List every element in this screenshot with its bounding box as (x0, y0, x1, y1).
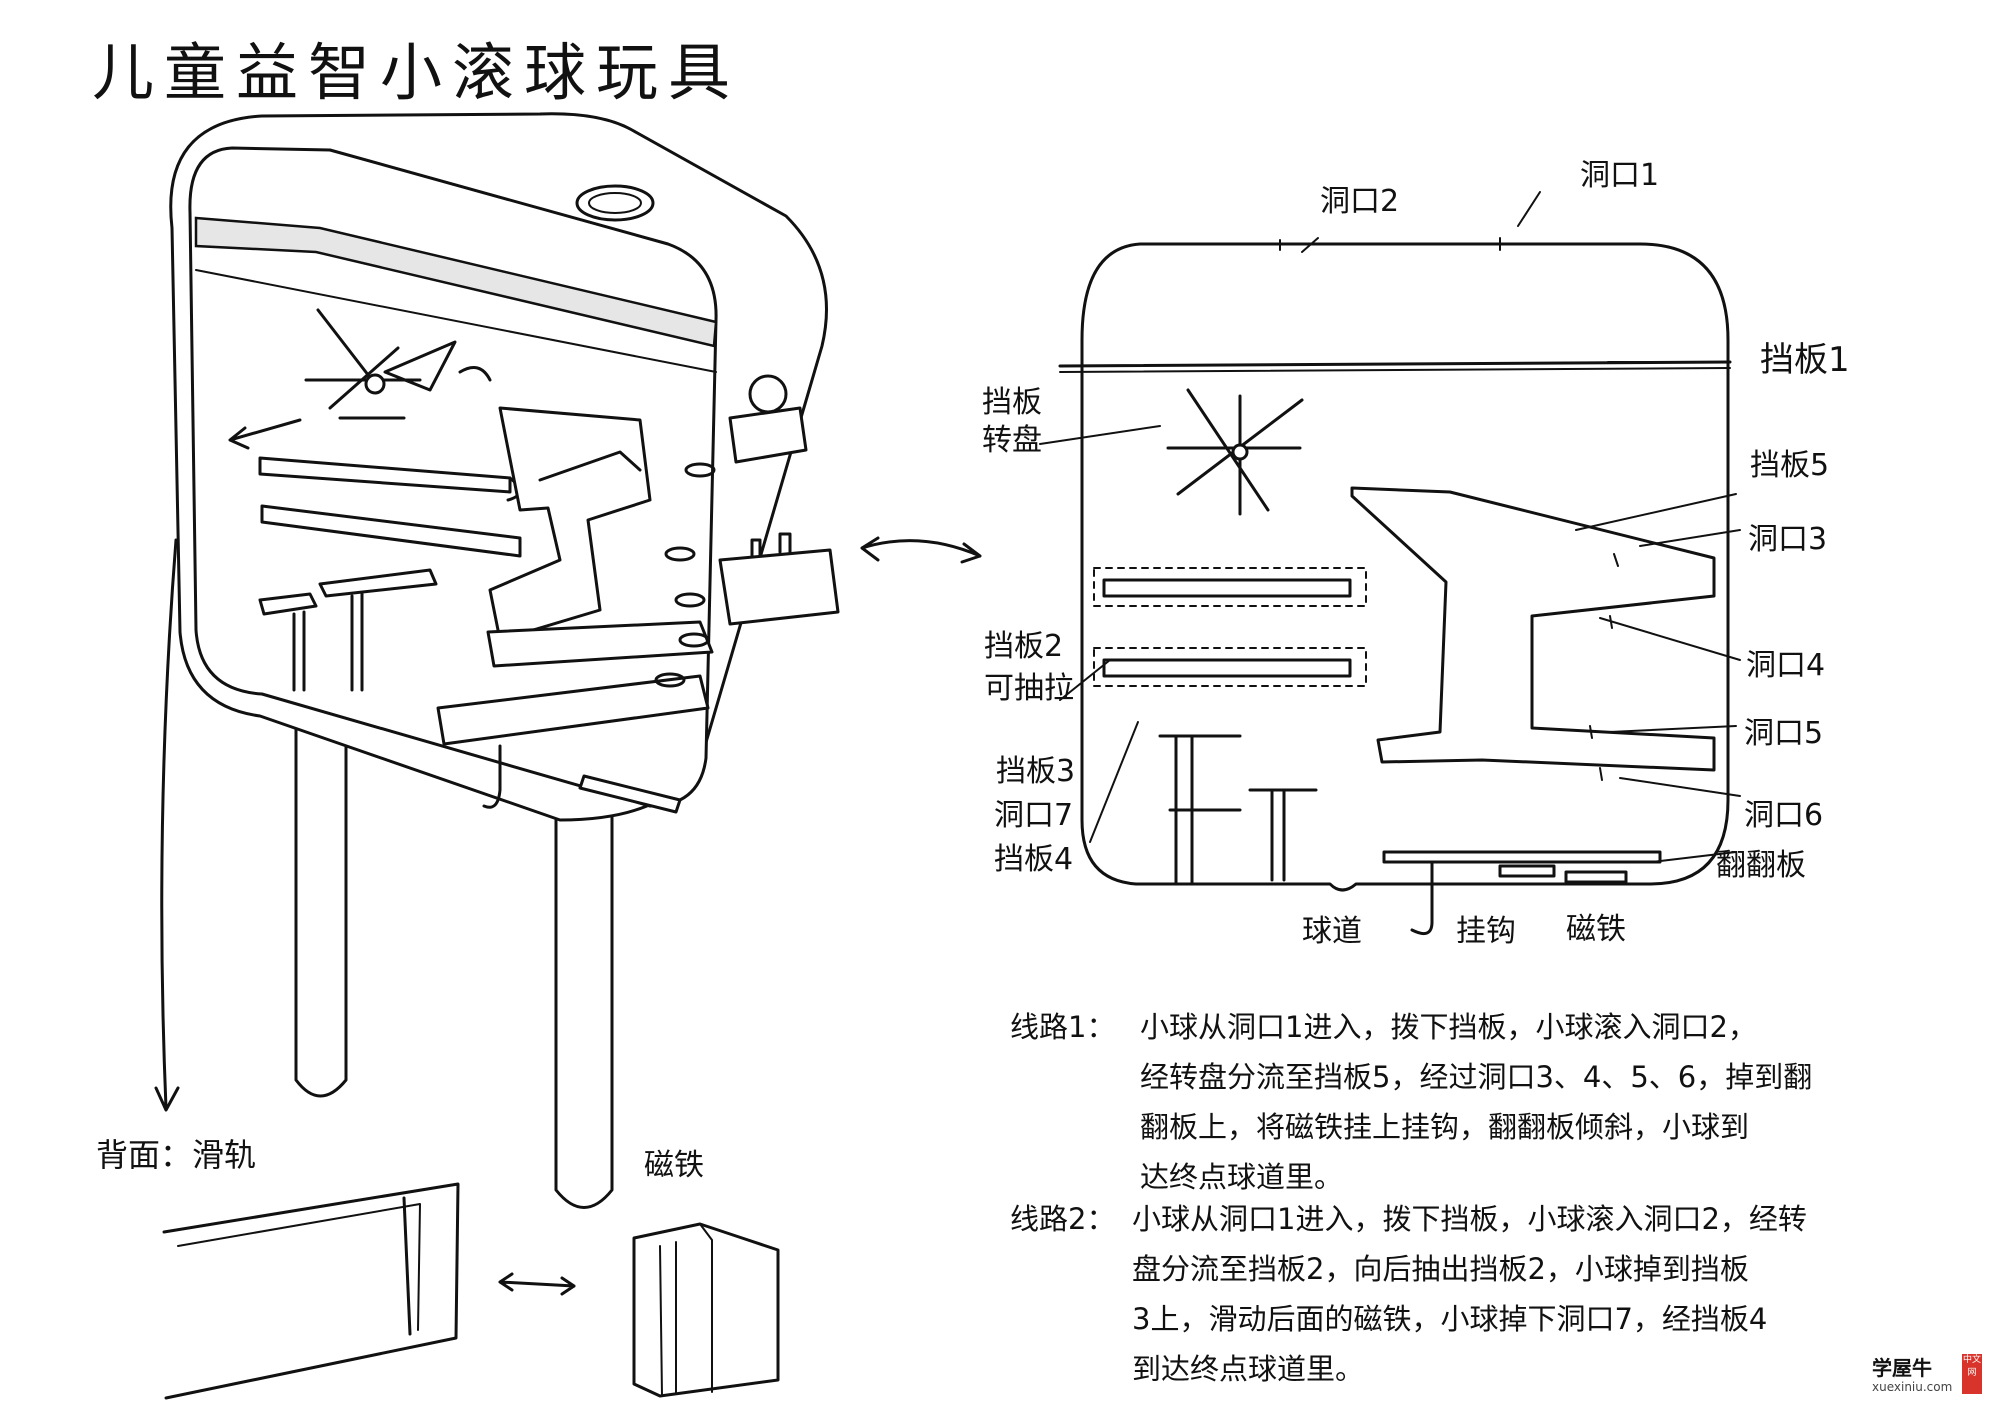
label-baffle-turntable: 挡板 转盘 (982, 385, 1042, 458)
shelf-middle (260, 504, 522, 558)
label-hole-4: 洞口4 (1746, 648, 1826, 683)
baffle-5-structure (1350, 486, 1716, 772)
page-title: 儿童益智小滚球玩具 (92, 36, 741, 109)
schematic-frame (1080, 242, 1730, 892)
top-shelf (194, 216, 718, 348)
baffle-2 (1102, 578, 1352, 598)
route-1-line: 小球从洞口1进入，拨下挡板，小球滚入洞口2， (1140, 1010, 1757, 1044)
route-2-line: 到达终点球道里。 (1132, 1352, 1365, 1386)
label-back-slide: 背面：滑轨 (96, 1136, 257, 1174)
label-baffle-3: 挡板3 (996, 754, 1076, 789)
pedestal-left (258, 592, 318, 616)
back-slide-detail (162, 1182, 780, 1400)
toy-3d-sketch (154, 112, 982, 1209)
route-2-label: 线路2： (1010, 1202, 1116, 1236)
turntable (304, 308, 422, 420)
shelf-bottom (436, 674, 710, 746)
label-hole-1: 洞口1 (1580, 158, 1660, 193)
shelf-upper (258, 456, 512, 494)
label-hole-7: 洞口7 (994, 798, 1074, 833)
shelf-lower (486, 620, 714, 668)
label-baffle-1: 挡板1 (1760, 340, 1850, 380)
baffle-3 (1102, 658, 1352, 678)
label-ball-track: 球道 (1302, 914, 1362, 949)
schematic-2d (1039, 191, 1741, 936)
route-2-line: 小球从洞口1进入，拨下挡板，小球滚入洞口2，经转 (1132, 1202, 1807, 1236)
route-2-text: 小球从洞口1进入，拨下挡板，小球滚入洞口2，经转 盘分流至挡板2，向后抽出挡板2… (1132, 1194, 1807, 1394)
hook (1410, 860, 1434, 936)
side-magnet-box (718, 548, 840, 626)
route-1-line: 翻板上，将磁铁挂上挂钩，翻翻板倾斜，小球到 (1140, 1110, 1750, 1144)
label-baffle-4: 挡板4 (994, 842, 1074, 877)
watermark-badge: 中文网 (1962, 1354, 1982, 1394)
label-hole-3: 洞口3 (1748, 522, 1828, 557)
route-2-line: 盘分流至挡板2，向后抽出挡板2，小球掉到挡板 (1132, 1252, 1749, 1286)
route-1-line: 经转盘分流至挡板5，经过洞口3、4、5、6，掉到翻 (1140, 1060, 1813, 1094)
route-1-text: 小球从洞口1进入，拨下挡板，小球滚入洞口2， 经转盘分流至挡板5，经过洞口3、4… (1140, 1002, 1812, 1202)
schematic-turntable (1166, 388, 1304, 516)
label-magnet: 磁铁 (1566, 912, 1626, 947)
ball (748, 374, 788, 414)
label-magnet-detail: 磁铁 (644, 1148, 704, 1183)
route-1-line: 达终点球道里。 (1140, 1160, 1344, 1194)
watermark-logo: 学屋牛 xuexiniu.com 中文网 (1872, 1352, 1992, 1404)
label-hole-2: 洞口2 (1320, 184, 1400, 219)
label-flip-board: 翻翻板 (1716, 848, 1806, 883)
hook-3d (482, 744, 502, 809)
baffle-4-posts (1158, 734, 1242, 886)
left-leg (294, 688, 348, 1098)
right-leg (554, 798, 614, 1209)
label-baffle-5: 挡板5 (1750, 448, 1830, 483)
label-hole-6: 洞口6 (1744, 798, 1824, 833)
pedestal-right (318, 568, 438, 598)
label-hook: 挂钩 (1456, 914, 1516, 949)
side-ball-box (728, 406, 808, 464)
label-baffle-2: 挡板2 可抽拉 (984, 629, 1074, 706)
watermark-cn: 学屋牛 (1872, 1356, 1932, 1380)
route-1-label: 线路1： (1010, 1010, 1116, 1044)
label-hole-5: 洞口5 (1744, 716, 1824, 751)
magnet-block (632, 1222, 780, 1398)
route-2-line: 3上，滑动后面的磁铁，小球掉下洞口7，经挡板4 (1132, 1302, 1768, 1336)
flip-board-3d (578, 774, 682, 814)
watermark-en: xuexiniu.com (1872, 1380, 1953, 1394)
top-hole (575, 184, 655, 222)
flip-board (1382, 850, 1662, 864)
